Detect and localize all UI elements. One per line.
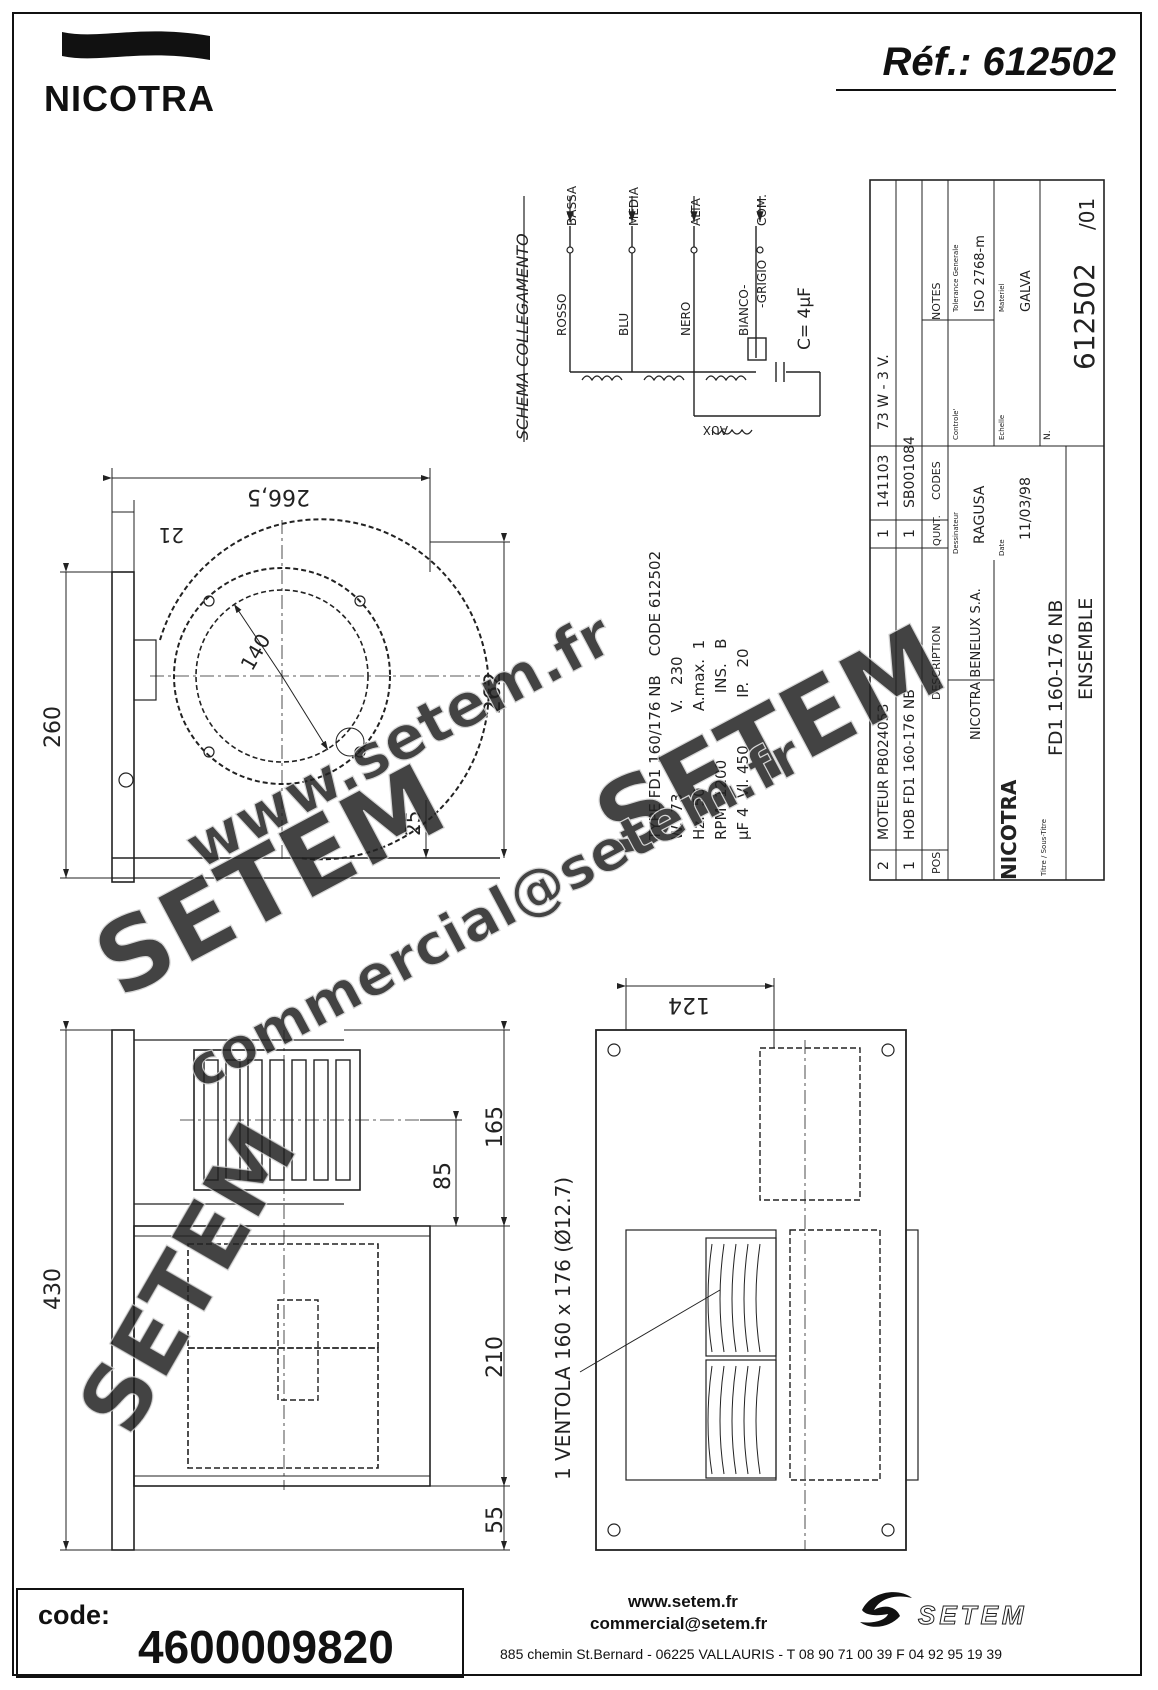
revision: /01 — [1075, 198, 1099, 230]
row-2-qty: 1 — [876, 529, 892, 538]
dim-base: 25 — [401, 811, 425, 836]
company-name: NICOTRA BENELUX S.A. — [969, 588, 984, 740]
header-code: CODES — [930, 461, 943, 500]
material-label: Materiel — [998, 283, 1006, 312]
front-view-dimensions — [60, 468, 510, 879]
dim-height-left: 260 — [41, 706, 66, 748]
dim-lower: 210 — [483, 1336, 508, 1378]
header-qty: QUNT. — [932, 515, 943, 546]
row-2-code: 141103 — [876, 455, 892, 508]
designer-name: RAGUSA — [972, 485, 988, 544]
capacitor-label: C= 4µF — [795, 287, 815, 350]
drawing-title: FD1 160-176 NB — [1045, 600, 1067, 756]
setem-logo-icon — [860, 1592, 912, 1627]
scale-label: Echelle — [998, 415, 1006, 440]
dim-foot: 55 — [483, 1506, 508, 1534]
tolerance-value: ISO 2768-m — [973, 235, 988, 312]
watermark: www.setem.fr SETEM SETEM commercial@sete… — [58, 599, 965, 1452]
dim-width-top: 266,5 — [247, 484, 310, 509]
reference-number: Réf.: 612502 — [836, 40, 1116, 91]
side-view-dimensions — [60, 1021, 510, 1551]
row-1-qty: 1 — [902, 529, 918, 538]
spec-line-1: TYPE FD1 160/176 NB CODE 612502 — [646, 551, 664, 841]
code-label: code: — [38, 1600, 111, 1630]
aux-label: AUX — [703, 423, 728, 437]
side-view — [111, 1029, 431, 1551]
speed-label-low: BASSA — [565, 185, 579, 226]
control-label: Controle' — [952, 408, 960, 440]
header-notes: NOTES — [930, 282, 943, 320]
dim-height-right: 262 — [481, 672, 506, 714]
row-1-desc: HOB FD1 160-176 NB — [902, 689, 918, 840]
row-2-desc: MOTEUR PB024053 — [876, 704, 892, 840]
number-label: N. — [1043, 430, 1053, 440]
code-box: code: 4600009820 — [16, 1588, 464, 1678]
dim-depth: 124 — [668, 992, 710, 1017]
date-value: 11/03/98 — [1018, 477, 1034, 540]
date-label: Date — [998, 539, 1006, 556]
front-view — [111, 518, 500, 883]
dim-upper: 165 — [483, 1106, 508, 1148]
email-link[interactable]: commercial@setem.fr — [590, 1614, 768, 1633]
header-desc: DESCRIPTION — [930, 626, 943, 700]
drawing-frame — [12, 12, 1142, 1676]
setem-logo-text: SETEM — [918, 1600, 1028, 1631]
wire-label-grey: -GRIGIO — [755, 260, 769, 308]
title-block-brand: NICOTRA — [997, 779, 1021, 880]
address-line: 885 chemin St.Bernard - 06225 VALLAURIS … — [500, 1646, 1002, 1662]
wire-label-red: ROSSO — [555, 294, 569, 336]
wiring-schema: SCHEMA COLLEGAMENTO — [513, 185, 821, 442]
fan-label: 1 VENTOLA 160 x 176 (Ø12.7) — [551, 1177, 575, 1480]
title-block: 2 MOTEUR PB024053 1 141103 73 W - 3 V. 1… — [869, 179, 1105, 881]
spec-line-3: Hz. 50 A.max. 1 — [690, 640, 708, 840]
website-link[interactable]: www.setem.fr — [628, 1592, 738, 1611]
spec-line-5: µF 4 Vl. 450 IP. 20 — [734, 648, 752, 840]
top-view-dimensions — [579, 978, 775, 1373]
spec-line-2: W. 73 V. 230 — [668, 656, 686, 840]
material-value: GALVA — [1019, 270, 1034, 312]
drawing-subtitle: ENSEMBLE — [1075, 598, 1097, 700]
motor-specs: TYPE FD1 160/176 NB CODE 612502 W. 73 V.… — [646, 551, 752, 841]
wire-label-black: NERO — [679, 302, 693, 336]
designer-label: Dessinateur — [952, 512, 960, 554]
speed-label-high: ALTA — [689, 197, 703, 226]
row-2-note: 73 W - 3 V. — [876, 354, 892, 430]
dim-motor: 85 — [431, 1162, 456, 1190]
row-1-pos: 1 — [902, 861, 918, 870]
row-1-code: SB001084 — [902, 436, 918, 508]
top-view — [595, 1029, 919, 1551]
speed-label-common: COM. — [755, 194, 769, 226]
brand-logo-wave — [62, 31, 210, 60]
schema-title: SCHEMA COLLEGAMENTO — [513, 233, 532, 440]
drawing-number: 612502 — [1068, 263, 1101, 370]
title-label: Titre / Sous-Titre — [1040, 819, 1048, 877]
wire-label-white: BIANCO- — [737, 285, 751, 336]
header-pos: POS. — [930, 848, 943, 874]
speed-label-medium: MEDIA — [627, 186, 641, 226]
dim-offset: 21 — [159, 523, 184, 547]
wire-label-blue: BLU — [617, 313, 631, 336]
brand-name: NICOTRA — [44, 78, 215, 119]
dim-diameter: 140 — [236, 629, 276, 674]
row-2-pos: 2 — [876, 861, 892, 870]
spec-line-4: RPM 1200 INS. B — [712, 639, 730, 840]
dim-total-height: 430 — [41, 1268, 66, 1310]
tolerance-label: Tolerance Generale — [952, 245, 960, 314]
motor-coils — [581, 375, 753, 435]
code-value: 4600009820 — [138, 1621, 394, 1673]
side-view-dimension-labels: 430 165 85 210 55 — [41, 1106, 508, 1534]
